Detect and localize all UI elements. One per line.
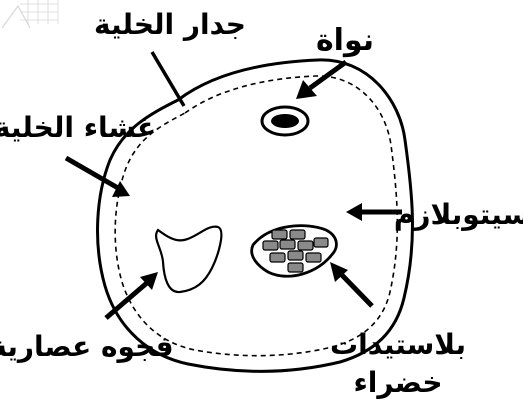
label-cell-wall: جدار الخلية: [94, 8, 246, 41]
nucleus: [262, 107, 308, 135]
granum: [290, 230, 305, 239]
vacuole: [156, 227, 221, 292]
granum: [288, 251, 303, 260]
chloroplast-arrow: [330, 262, 372, 306]
nucleus-arrow: [296, 62, 346, 99]
label-nucleus: نواة: [316, 23, 374, 58]
label-cell-membrane: غشاء الخلية: [0, 111, 156, 144]
granum: [298, 241, 313, 250]
vacuole-arrow: [106, 272, 158, 318]
granum: [280, 240, 295, 249]
chloroplast: [252, 226, 337, 277]
cell-wall-pointer: [152, 52, 184, 106]
granum: [314, 238, 328, 247]
cell-membrane-arrow: [66, 158, 130, 197]
cell-wall-outline: [98, 60, 413, 371]
granum: [263, 241, 278, 250]
granum: [272, 230, 287, 239]
granum: [270, 253, 285, 262]
label-chloroplasts-line1: بلاستيدات: [330, 328, 466, 361]
label-chloroplasts-line2: خضراء: [353, 366, 442, 399]
label-cytoplasm: سيتوبلازم: [394, 198, 523, 231]
granum: [288, 263, 303, 272]
granum: [306, 253, 321, 262]
label-vacuole: فجوه عصارية: [0, 330, 174, 363]
